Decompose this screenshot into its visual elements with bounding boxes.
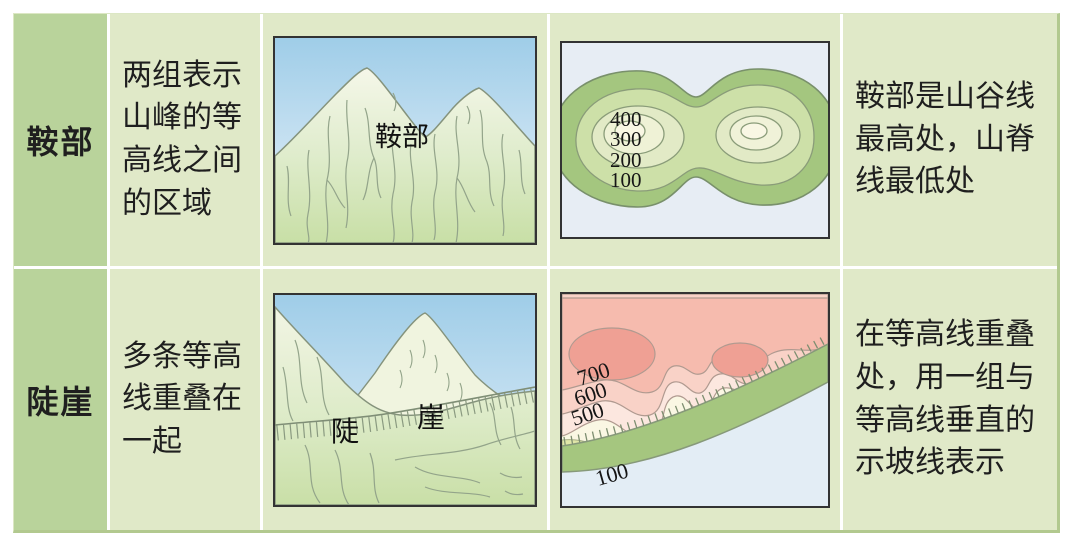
term-cell-saddle: 鞍部 — [14, 14, 107, 266]
elevation-label-300: 300 — [610, 127, 642, 151]
mountain-silhouette — [275, 66, 535, 243]
cliff-green-band — [562, 342, 828, 473]
saddle-mountain-illustration: 鞍部 — [273, 35, 537, 245]
photo-cell-saddle: 鞍部 — [263, 14, 547, 266]
description-text-saddle: 两组表示山峰的等高线之间的区域 — [122, 58, 242, 220]
cliff-photo-label-left: 陡 — [331, 416, 359, 448]
elevation-label-400: 400 — [610, 107, 642, 131]
note-cell-cliff: 在等高线重叠处，用一组与等高线垂直的示坡线表示 — [843, 269, 1057, 530]
description-cell-cliff: 多条等高线重叠在一起 — [110, 269, 260, 530]
term-label-cliff: 陡崖 — [26, 383, 95, 420]
water-area — [562, 381, 828, 506]
note-cell-saddle: 鞍部是山谷线最高处，山脊线最低处 — [843, 14, 1057, 266]
description-text-cliff: 多条等高线重叠在一起 — [122, 339, 242, 458]
term-label-saddle: 鞍部 — [26, 124, 95, 160]
contour-cell-saddle: 400 300 200 100 — [550, 14, 840, 266]
elevation-labels: 400 300 200 100 — [610, 107, 642, 192]
saddle-contour-map: 400 300 200 100 — [560, 41, 830, 239]
cliff-contour-map: 700 600 500 100 — [560, 291, 830, 508]
saddle-photo-label: 鞍部 — [375, 122, 429, 152]
description-cell-saddle: 两组表示山峰的等高线之间的区域 — [110, 14, 260, 266]
term-cell-cliff: 陡崖 — [14, 269, 107, 530]
cliff-contour-bands — [562, 293, 828, 439]
elevation-label-100: 100 — [610, 168, 642, 192]
stream-lines — [286, 92, 526, 243]
slope-tick-marks — [563, 334, 828, 445]
note-text-cliff: 在等高线重叠处，用一组与等高线垂直的示坡线表示 — [855, 318, 1035, 480]
contour-rings — [575, 84, 815, 192]
peak-hatching — [399, 339, 463, 401]
note-text-saddle: 鞍部是山谷线最高处，山脊线最低处 — [855, 80, 1035, 199]
foreground-streams — [282, 339, 535, 505]
cliff-photo-label-right: 崖 — [417, 403, 445, 434]
cliff-mountain-illustration: 陡 崖 — [273, 292, 537, 507]
terrain-feature-table: 鞍部 两组表示山峰的等高线之间的区域 — [13, 13, 1060, 533]
elevation-label-200: 200 — [610, 148, 642, 172]
cliff-face-hatching — [276, 387, 535, 440]
cliff-edge-line — [275, 385, 535, 426]
front-terrain — [275, 305, 535, 505]
photo-cell-cliff: 陡 崖 — [263, 269, 547, 530]
contour-cell-cliff: 700 600 500 100 — [550, 269, 840, 530]
